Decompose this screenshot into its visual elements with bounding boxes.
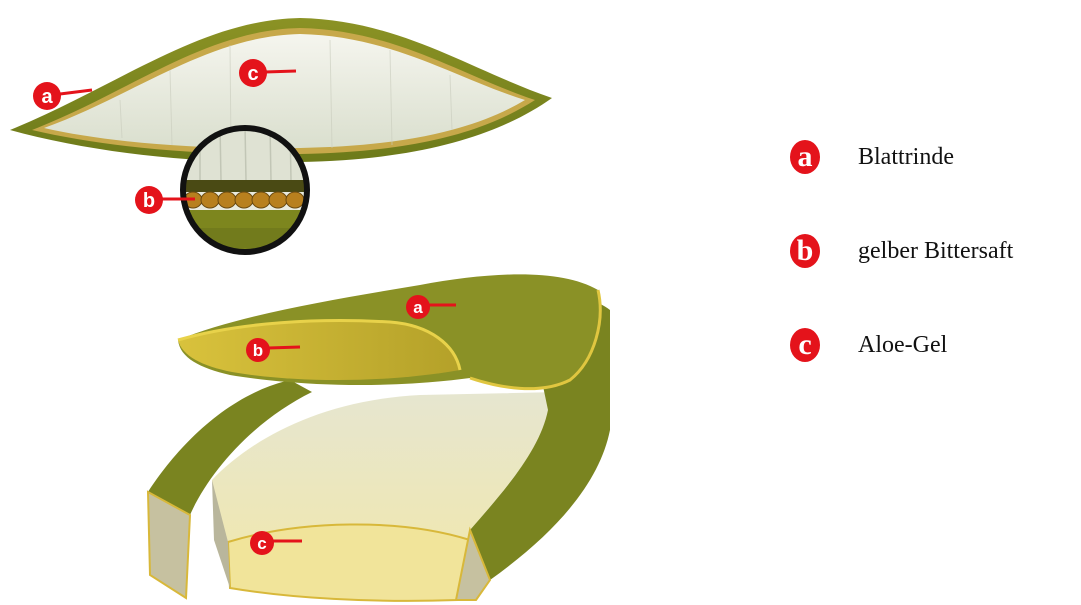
- legend-label-c: Aloe-Gel: [858, 332, 947, 359]
- legend-badge-c: c: [790, 328, 820, 362]
- legend-badge-a: a: [790, 140, 820, 174]
- legend-item-c: c Aloe-Gel: [790, 298, 1080, 392]
- marker-b-letter: b: [143, 190, 155, 212]
- legend-label-a: Blattrinde: [858, 144, 954, 171]
- legend-item-a: a Blattrinde: [790, 110, 1080, 204]
- legend-badge-b: b: [790, 234, 820, 268]
- marker-a-letter: a: [41, 86, 53, 108]
- marker-c-fillet-letter: c: [257, 534, 266, 553]
- legend-label-b: gelber Bittersaft: [858, 238, 1013, 265]
- leaf-fillet: [148, 274, 610, 600]
- marker-c-letter: c: [247, 63, 258, 85]
- marker-a-fillet-letter: a: [413, 298, 423, 317]
- legend-item-b: b gelber Bittersaft: [790, 204, 1080, 298]
- legend: a Blattrinde b gelber Bittersaft c Aloe-…: [790, 110, 1080, 392]
- marker-b-fillet-letter: b: [253, 341, 263, 360]
